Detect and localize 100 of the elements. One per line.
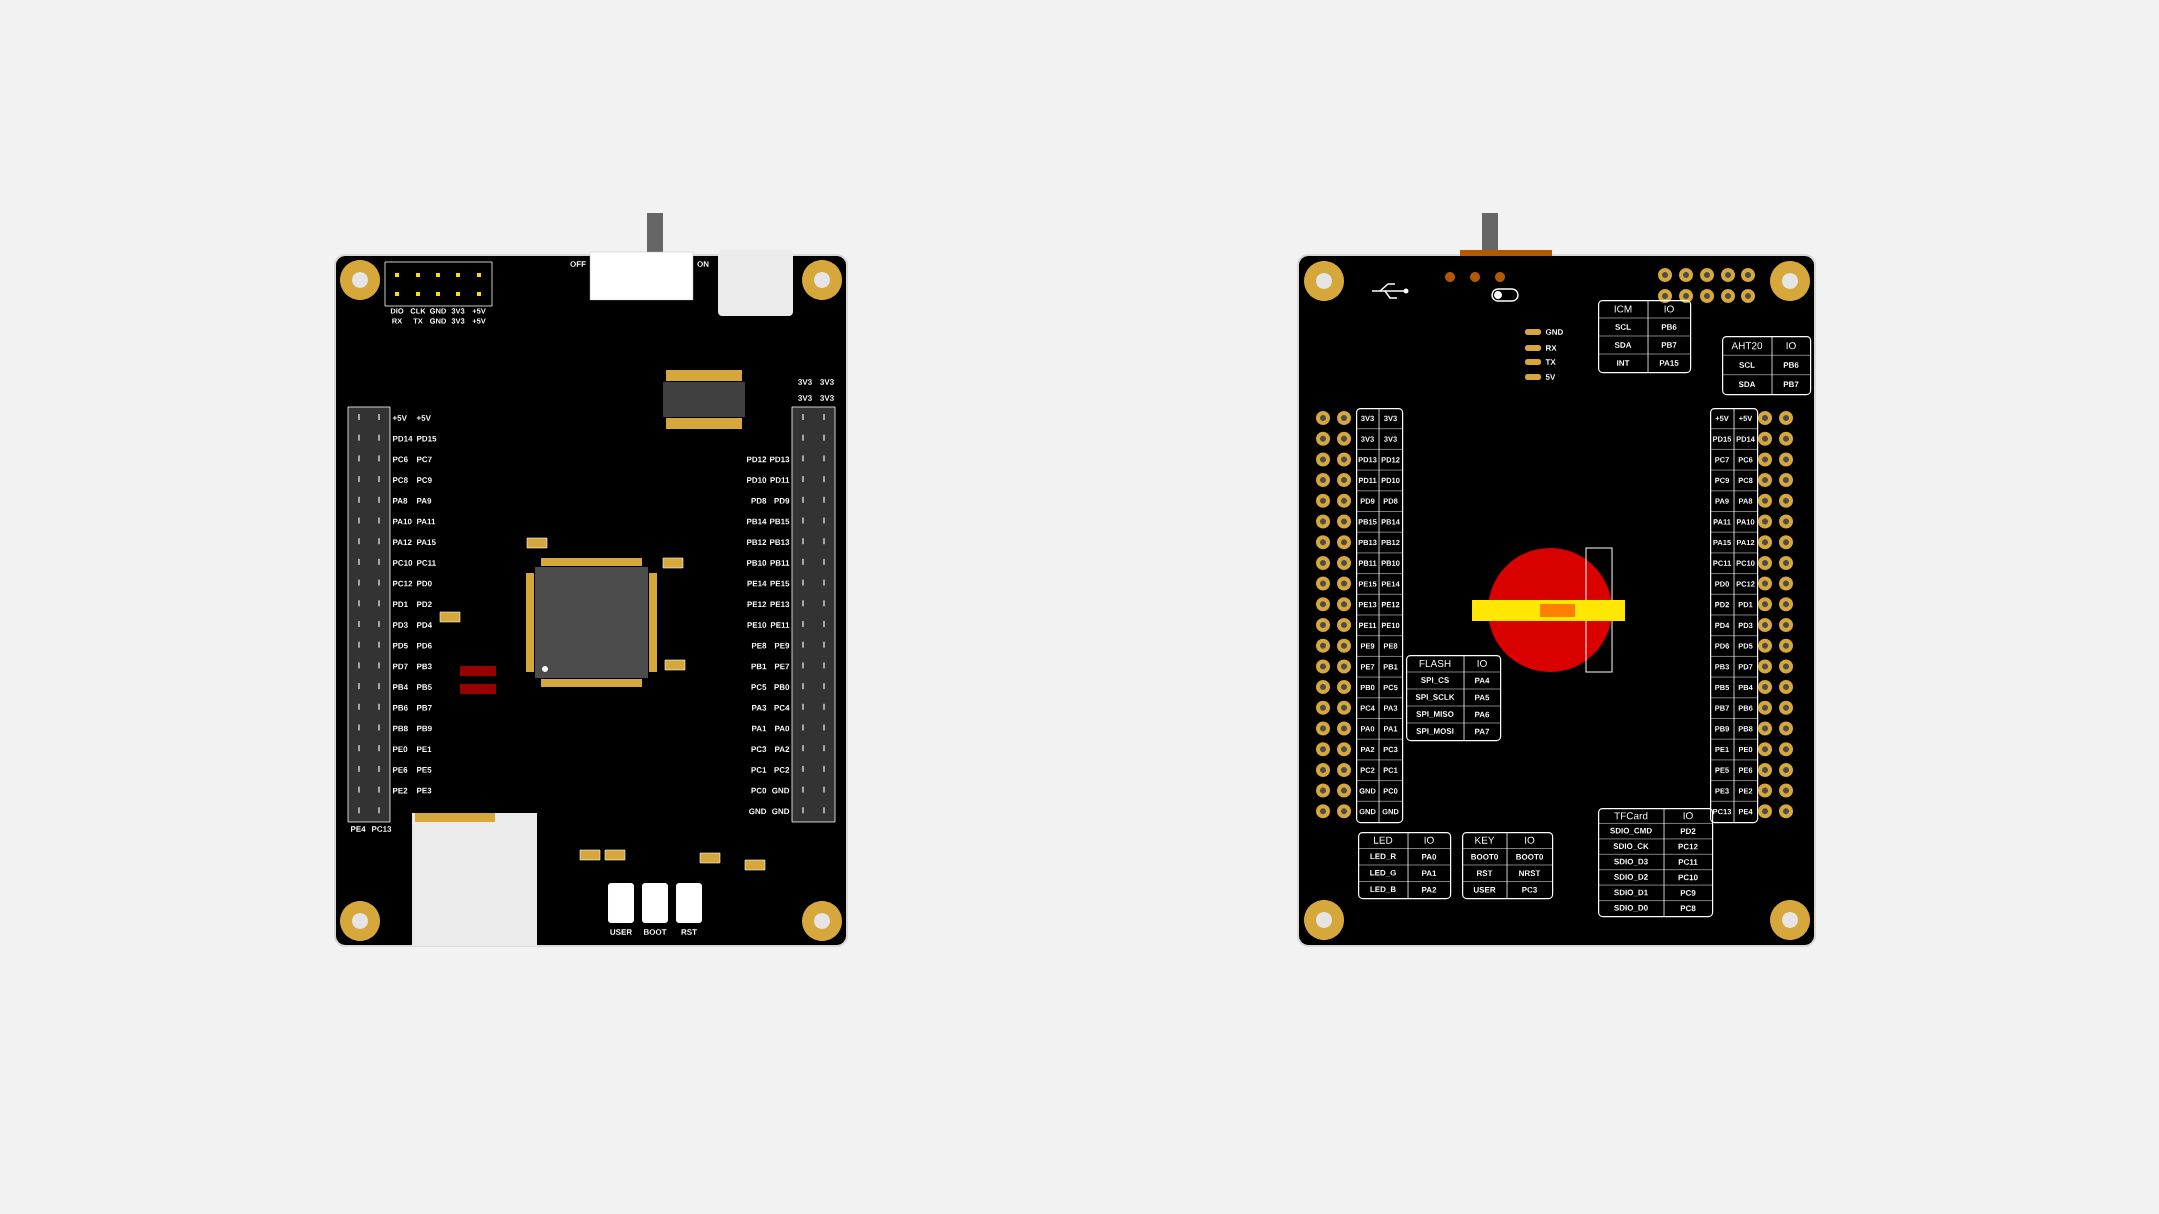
pad-label: 5V xyxy=(1545,374,1556,380)
pin-label: 3V3 xyxy=(798,395,812,401)
table-header: IO xyxy=(1664,305,1674,313)
pin-label: PC1 xyxy=(751,767,767,773)
pin-label: PB6 xyxy=(393,704,408,711)
pin-label: PB13 xyxy=(770,539,790,546)
table-header: LED xyxy=(1374,836,1393,844)
table-cell: NRST xyxy=(1519,870,1541,877)
table-cell: BOOT0 xyxy=(1471,853,1498,860)
pin-label: PE11 xyxy=(770,622,790,628)
table-cell: USER xyxy=(1473,886,1496,893)
pin-label: PA8 xyxy=(393,497,408,504)
pin-label: PB15 xyxy=(770,518,790,525)
table-cell: SDIO_CMD xyxy=(1610,827,1652,835)
pin-label: PC9 xyxy=(417,477,432,483)
pin-table xyxy=(1709,407,1759,824)
pin-label: PE1 xyxy=(417,746,432,752)
pin-label: PD8 xyxy=(751,497,767,504)
pin-label: PE2 xyxy=(393,787,408,794)
pin-label: PE7 xyxy=(774,663,790,670)
pin-label: PE13 xyxy=(770,601,790,608)
pin-label: PB9 xyxy=(417,725,432,732)
pin-label: PC2 xyxy=(774,767,790,773)
io-table xyxy=(1597,299,1692,374)
pin-label: GND xyxy=(772,808,790,815)
table-cell: PA0 xyxy=(1422,853,1437,860)
pin-label: PC7 xyxy=(417,456,432,463)
table-cell: LED_B xyxy=(1370,886,1396,894)
pin-label: PB11 xyxy=(770,560,790,566)
table-cell: PD2 xyxy=(1680,828,1696,834)
pin-label: PA3 xyxy=(752,704,767,711)
pin-label: PD6 xyxy=(417,642,432,649)
table-header: KEY xyxy=(1475,836,1495,844)
pin-label: PC8 xyxy=(393,477,408,483)
pin-label: PD12 xyxy=(747,456,767,463)
pin-label: PD5 xyxy=(393,642,408,649)
pin-label: PE15 xyxy=(770,580,790,587)
table-cell: SDIO_CK xyxy=(1613,843,1649,850)
table-cell: PB6 xyxy=(1661,324,1677,330)
table-cell: SPI_MOSI xyxy=(1416,728,1454,735)
table-header: TFCard xyxy=(1614,812,1648,820)
pin-label: PB7 xyxy=(417,705,432,711)
table-cell: INT xyxy=(1617,360,1630,366)
pin-label: PC3 xyxy=(751,746,767,753)
io-table xyxy=(1461,831,1554,900)
pin-label: PB3 xyxy=(417,663,432,670)
table-cell: PA2 xyxy=(1422,887,1437,893)
pin-label: PD0 xyxy=(417,580,432,587)
pin-label: PC12 xyxy=(393,580,413,587)
pin-label: PE8 xyxy=(751,642,767,649)
io-table xyxy=(1721,335,1812,396)
pad-label: GND xyxy=(1545,329,1563,335)
pin-label: PD9 xyxy=(774,497,790,504)
pin-label: PD11 xyxy=(770,477,790,483)
table-cell: PC9 xyxy=(1680,890,1696,896)
table-cell: SPI_SCLK xyxy=(1415,694,1455,701)
table-header: IO xyxy=(1477,659,1487,668)
pin-label: PA2 xyxy=(775,746,790,752)
pin-label: 3V3 xyxy=(820,379,834,385)
table-cell: PC11 xyxy=(1678,859,1698,865)
table-header: AHT20 xyxy=(1731,342,1763,350)
pin-label: +5V xyxy=(392,415,407,421)
pin-label: PB0 xyxy=(774,684,790,690)
table-cell: SDIO_D0 xyxy=(1614,905,1648,912)
table-cell: PC3 xyxy=(1522,886,1537,893)
pin-label: PA12 xyxy=(393,539,412,545)
io-table xyxy=(1597,807,1714,918)
table-cell: SDIO_D1 xyxy=(1614,889,1648,897)
pin-label: GND xyxy=(772,787,790,794)
table-cell: PC8 xyxy=(1680,905,1696,912)
table-cell: PB7 xyxy=(1783,381,1799,388)
table-cell: PA4 xyxy=(1475,677,1490,684)
pin-label: PD14 xyxy=(393,435,413,442)
pin-label: PA11 xyxy=(417,518,436,525)
table-cell: PC10 xyxy=(1678,874,1698,881)
pin-label: PD15 xyxy=(417,435,437,442)
pin-label: PE0 xyxy=(393,746,408,753)
table-cell: BOOT0 xyxy=(1516,853,1543,860)
pin-label: PE5 xyxy=(417,767,432,773)
pin-label: 3V3 xyxy=(798,379,812,385)
pin-label: PE14 xyxy=(747,580,767,587)
table-cell: SPI_CS xyxy=(1421,677,1449,684)
pin-label: PD2 xyxy=(417,601,432,608)
pin-label: PB10 xyxy=(747,560,767,566)
table-cell: PA7 xyxy=(1475,728,1490,735)
table-header: FLASH xyxy=(1419,659,1451,668)
pin-label: 3V3 xyxy=(820,395,834,401)
pin-label: +5V xyxy=(416,415,431,421)
table-cell: SDIO_D2 xyxy=(1614,874,1648,881)
pin-label: PD7 xyxy=(393,663,408,670)
pin-label: PA15 xyxy=(417,539,436,545)
pin-label: PB14 xyxy=(747,518,767,525)
switch-label: OFF xyxy=(570,261,586,267)
table-cell: LED_G xyxy=(1370,869,1396,877)
pin-label: PD4 xyxy=(417,622,433,628)
table-cell: LED_R xyxy=(1370,853,1396,861)
pin-label: PD13 xyxy=(770,456,790,463)
pin-label: PA0 xyxy=(775,725,790,732)
pin-label: PC13 xyxy=(372,826,392,832)
pin-label: PD3 xyxy=(393,622,408,628)
